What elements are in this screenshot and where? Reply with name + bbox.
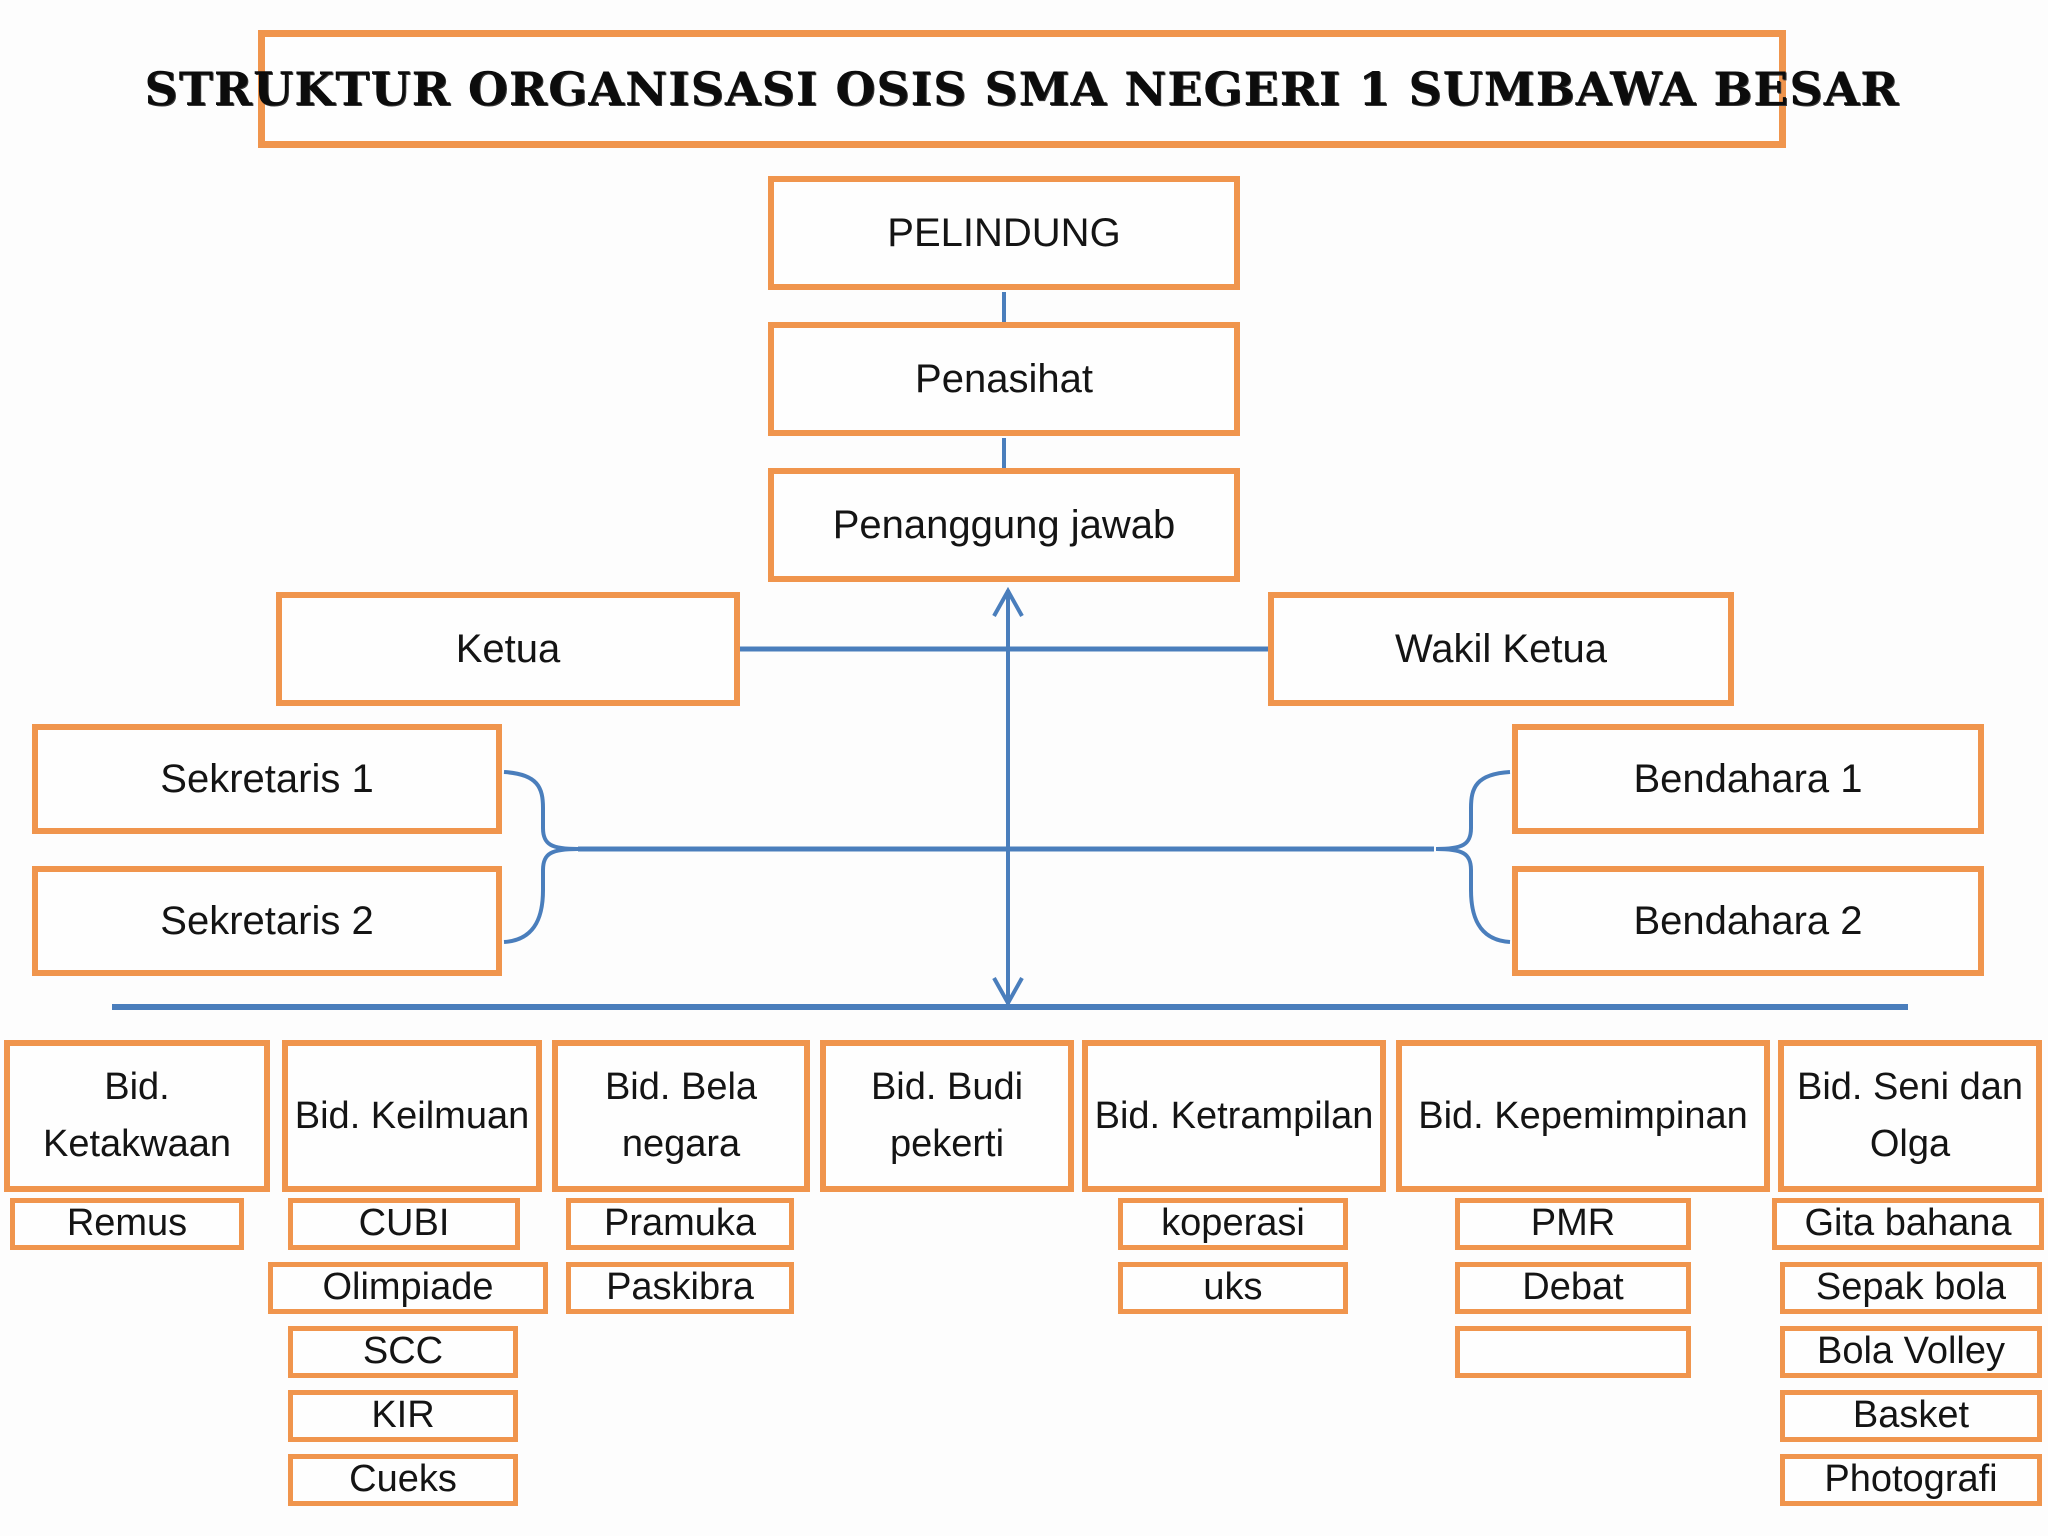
box-bendahara-2: Bendahara 2 [1512, 866, 1984, 976]
sub-label: Debat [1522, 1266, 1624, 1309]
box-sekretaris-1: Sekretaris 1 [32, 724, 502, 834]
box-dept-seni-olga: Bid. Seni dan Olga [1778, 1040, 2042, 1192]
box-dept-kepemimpinan: Bid. Kepemimpinan [1396, 1040, 1770, 1192]
page-title: STRUKTUR ORGANISASI OSIS SMA NEGERI 1 SU… [144, 62, 1900, 116]
sub-label: Gita bahana [1804, 1202, 2012, 1245]
box-pelindung-label: PELINDUNG [887, 210, 1121, 255]
box-wakil-ketua-label: Wakil Ketua [1395, 626, 1607, 671]
box-penasihat: Penasihat [768, 322, 1240, 436]
sub-label: Basket [1852, 1394, 1970, 1437]
box-sub-cueks: Cueks [288, 1454, 518, 1506]
box-sub-sepak-bola: Sepak bola [1780, 1262, 2042, 1314]
box-sub-paskibra: Paskibra [566, 1262, 794, 1314]
box-sub-koperasi: koperasi [1118, 1198, 1348, 1250]
sub-label: CUBI [358, 1202, 450, 1245]
sub-label: PMR [1530, 1202, 1616, 1245]
dept-label: Bid. Ketrampilan [1094, 1094, 1374, 1137]
box-sub-photografi: Photografi [1780, 1454, 2042, 1506]
box-sub-kir: KIR [288, 1390, 518, 1442]
box-sub-uks: uks [1118, 1262, 1348, 1314]
sub-label: Sepak bola [1815, 1266, 2007, 1309]
arrowhead-up-icon [992, 586, 1024, 617]
dept-label: Bid. Kepemimpinan [1418, 1094, 1748, 1137]
dept-label: Bid. Keilmuan [294, 1094, 530, 1137]
box-wakil-ketua: Wakil Ketua [1268, 592, 1734, 706]
box-bendahara-1-label: Bendahara 1 [1633, 756, 1863, 801]
box-dept-budi-pekerti: Bid. Budi pekerti [820, 1040, 1074, 1192]
box-penanggung-jawab-label: Penanggung jawab [832, 502, 1176, 547]
box-sub-pramuka: Pramuka [566, 1198, 794, 1250]
box-dept-bela-negara: Bid. Bela negara [552, 1040, 810, 1192]
box-dept-keilmuan: Bid. Keilmuan [282, 1040, 542, 1192]
sub-label: Bola Volley [1816, 1330, 2005, 1373]
dept-label: Bid. Seni dan Olga [1796, 1066, 2024, 1165]
title-box: STRUKTUR ORGANISASI OSIS SMA NEGERI 1 SU… [144, 30, 1899, 148]
box-sub-pmr: PMR [1455, 1198, 1691, 1250]
sub-label: Paskibra [606, 1266, 754, 1309]
box-sub-empty [1455, 1326, 1691, 1378]
sub-label: Cueks [349, 1458, 457, 1501]
box-sub-cubi: CUBI [288, 1198, 520, 1250]
box-ketua-label: Ketua [455, 626, 561, 671]
box-sekretaris-2: Sekretaris 2 [32, 866, 502, 976]
sub-label: Olimpiade [322, 1266, 494, 1309]
sub-label: Pramuka [603, 1202, 757, 1245]
box-dept-ketrampilan: Bid. Ketrampilan [1082, 1040, 1386, 1192]
box-sub-basket: Basket [1780, 1390, 2042, 1442]
box-pelindung: PELINDUNG [768, 176, 1240, 290]
box-dept-ketakwaan: Bid. Ketakwaan [4, 1040, 270, 1192]
box-sub-scc: SCC [288, 1326, 518, 1378]
dept-label: Bid. Bela negara [604, 1066, 758, 1165]
box-bendahara-1: Bendahara 1 [1512, 724, 1984, 834]
left-curly-brace [503, 770, 579, 944]
box-sub-debat: Debat [1455, 1262, 1691, 1314]
box-sekretaris-1-label: Sekretaris 1 [160, 756, 374, 801]
dept-label: Bid. Ketakwaan [42, 1066, 231, 1165]
sub-label: koperasi [1161, 1202, 1305, 1245]
sub-label: SCC [362, 1330, 444, 1373]
sub-label: Remus [66, 1202, 188, 1245]
box-sekretaris-2-label: Sekretaris 2 [160, 898, 374, 943]
sub-label: Photografi [1824, 1458, 1998, 1501]
sub-label: uks [1203, 1266, 1263, 1309]
box-bendahara-2-label: Bendahara 2 [1633, 898, 1863, 943]
box-penasihat-label: Penasihat [915, 356, 1093, 401]
box-sub-remus: Remus [10, 1198, 244, 1250]
arrowhead-down-icon [992, 977, 1024, 1008]
box-ketua: Ketua [276, 592, 740, 706]
box-sub-gita-bahana: Gita bahana [1772, 1198, 2044, 1250]
right-curly-brace [1435, 770, 1511, 944]
dept-label: Bid. Budi pekerti [870, 1066, 1024, 1165]
box-sub-bola-volley: Bola Volley [1780, 1326, 2042, 1378]
box-penanggung-jawab: Penanggung jawab [768, 468, 1240, 582]
sub-label: KIR [371, 1394, 435, 1437]
box-sub-olimpiade: Olimpiade [268, 1262, 548, 1314]
